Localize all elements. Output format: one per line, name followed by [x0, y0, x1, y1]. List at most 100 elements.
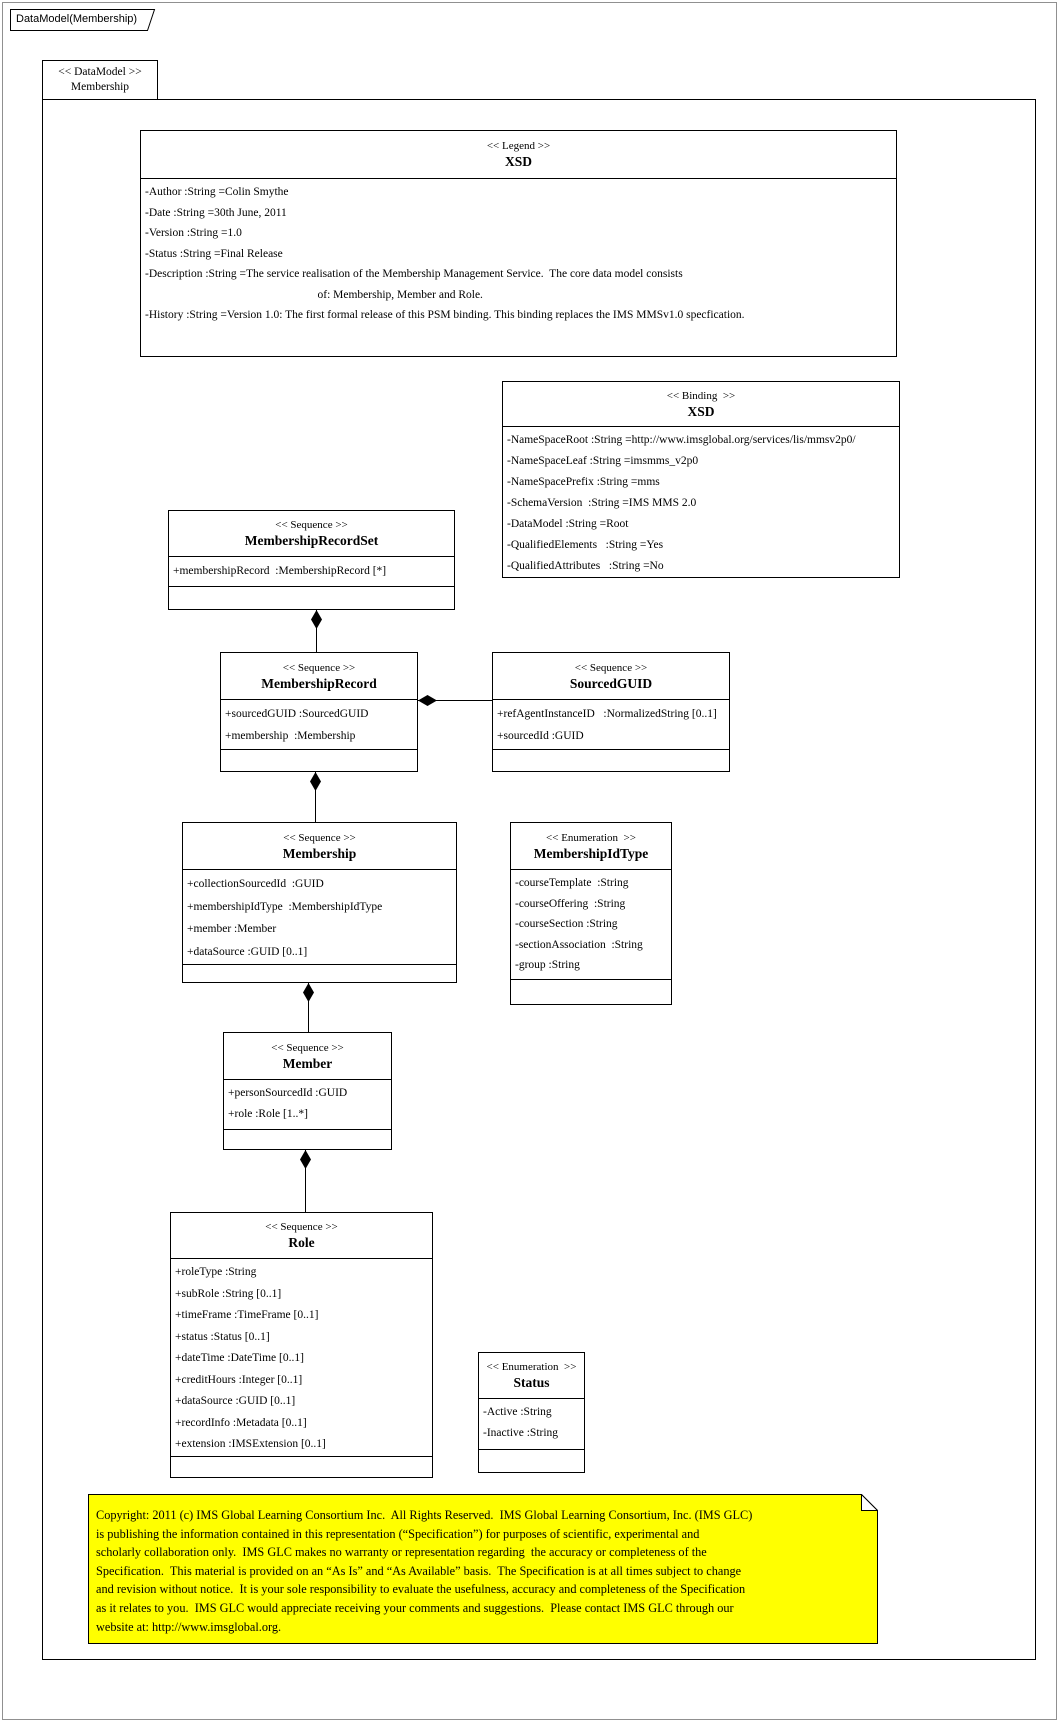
tab-label: DataModel(Membership) [16, 13, 138, 25]
text-line: +membershipRecord :MembershipRecord [*] [173, 565, 387, 577]
stereotype: << Sequence >> [271, 1041, 344, 1054]
text-line: +subRole :String [0..1] [175, 1287, 282, 1300]
text-line: -Active :String [483, 1406, 552, 1418]
text-line: +membershipIdType :MembershipIdType [187, 900, 383, 913]
class-box-legend[interactable]: << Legend >> XSD -Author :String =Colin … [140, 130, 897, 357]
stereotype: << Sequence >> [283, 831, 356, 844]
composition-edge-membership-member [308, 983, 309, 1032]
class-header: << Legend >> XSD [141, 131, 896, 178]
text-line: +dateTime :DateTime [0..1] [175, 1352, 304, 1364]
copyright-note-text: Copyright: 2011 (c) IMS Global Learning … [96, 1506, 870, 1636]
operations-compartment [183, 964, 456, 982]
text-line: -NameSpacePrefix :String =mms [507, 476, 660, 488]
text-line: -Inactive :String [483, 1427, 559, 1439]
class-box-membership-id-type[interactable]: << Enumeration >> MembershipIdType -cour… [510, 822, 672, 1005]
frame-name: Membership [70, 81, 130, 93]
class-box-membership-record-set[interactable]: << Sequence >> MembershipRecordSet +memb… [168, 510, 455, 610]
composition-edge-record-sourcedguid [418, 700, 492, 701]
text-line: +dataSource :GUID [0..1] [187, 945, 308, 958]
operations-compartment [169, 586, 454, 609]
class-box-membership-record[interactable]: << Sequence >> MembershipRecord +sourced… [220, 652, 418, 772]
class-box-status[interactable]: << Enumeration >> Status -Active :String… [478, 1352, 585, 1473]
operations-compartment [171, 1456, 432, 1477]
stereotype: << Sequence >> [275, 519, 348, 531]
text-line: -sectionAssociation :String [515, 938, 643, 951]
attributes-compartment: -NameSpaceRoot :String =http://www.imsgl… [503, 426, 899, 577]
text-line: +roleType :String [175, 1266, 257, 1278]
text-line: Copyright: 2011 (c) IMS Global Learning … [96, 1508, 753, 1522]
text-line: -group :String [515, 959, 580, 971]
attributes-compartment: +roleType :String +subRole :String [0..1]… [171, 1258, 432, 1456]
copyright-note [88, 1493, 879, 1644]
class-box-binding[interactable]: << Binding >> XSD -NameSpaceRoot :String… [502, 381, 900, 578]
class-name: Role [288, 1235, 315, 1250]
class-name: XSD [687, 403, 715, 419]
text-line: +sourcedGUID :SourcedGUID [225, 708, 369, 720]
text-line: -Status :String =Final Release [145, 247, 283, 260]
text-line: +refAgentInstanceID :NormalizedString [0… [497, 708, 717, 720]
attributes-compartment: -Author :String =Colin Smythe-Date :Stri… [141, 178, 896, 356]
text-line: -Description :String =The service realis… [145, 268, 683, 280]
text-line: Specification. This material is provided… [96, 1563, 742, 1578]
text-line: is publishing the information contained … [96, 1526, 700, 1541]
text-line: -NameSpaceRoot :String =http://www.imsgl… [507, 434, 856, 446]
text-line: +recordInfo :Metadata [0..1] [175, 1416, 307, 1429]
datamodel-frame-label: << DataModel >> Membership [42, 60, 158, 100]
text-line: +timeFrame :TimeFrame [0..1] [175, 1309, 319, 1321]
class-box-role[interactable]: << Sequence >> Role +roleType :String +su… [170, 1212, 433, 1478]
text-line: website at: http://www.imsglobal.org. [96, 1619, 282, 1634]
attributes-compartment: +sourcedGUID :SourcedGUID +membership :Me… [221, 699, 417, 749]
text-line: -courseSection :String [515, 918, 618, 930]
attributes-compartment: +personSourcedId :GUID+role :Role [1..*] [224, 1079, 391, 1129]
text-line: +creditHours :Integer [0..1] [175, 1373, 303, 1386]
operations-compartment [224, 1129, 391, 1149]
class-box-membership[interactable]: << Sequence >> Membership +collectionSou… [182, 822, 457, 983]
class-header: << Enumeration >> Status [479, 1353, 584, 1398]
text-line: +dataSource :GUID [0..1] [175, 1395, 296, 1407]
text-line: -QualifiedElements :String =Yes [507, 539, 664, 551]
attributes-compartment: +membershipRecord :MembershipRecord [*] [169, 556, 454, 586]
class-header: << Sequence >> Membership [183, 823, 456, 869]
text-line: +extension :IMSExtension [0..1] [175, 1438, 326, 1450]
stereotype: << Enumeration >> [486, 1361, 577, 1373]
class-header: << Sequence >> MembershipRecordSet [169, 511, 454, 556]
class-header: << Sequence >> MembershipRecord [221, 653, 417, 699]
attributes-compartment: -Active :String -Inactive :String [479, 1398, 584, 1449]
diagram-tab[interactable]: DataModel(Membership) [10, 9, 162, 32]
operations-compartment [479, 1449, 584, 1472]
class-name: MembershipRecord [261, 675, 377, 691]
composition-diamond-icon [418, 695, 437, 706]
text-line: +personSourcedId :GUID [228, 1087, 348, 1099]
class-name: MembershipRecordSet [244, 533, 379, 548]
attributes-compartment: -courseTemplate :String-courseOffering :… [511, 869, 671, 979]
text-line: +membership :Membership [225, 730, 356, 742]
stereotype: << Sequence >> [265, 1221, 338, 1233]
class-box-member[interactable]: << Sequence >> Member +personSourcedId :… [223, 1032, 392, 1150]
composition-edge-member-role [305, 1150, 306, 1212]
class-name: SourcedGUID [569, 675, 653, 691]
composition-diamond-icon [303, 983, 314, 1002]
composition-diamond-icon [311, 610, 322, 629]
attributes-compartment: +collectionSourcedId :GUID +membershipIdT… [183, 869, 456, 964]
text-line: -courseOffering :String [515, 897, 626, 910]
class-box-sourced-guid[interactable]: << Sequence >> SourcedGUID +refAgentInst… [492, 652, 730, 772]
text-line: -Author :String =Colin Smythe [145, 186, 289, 198]
operations-compartment [221, 749, 417, 771]
text-line: +member :Member [187, 923, 277, 935]
class-header: << Sequence >> Role [171, 1213, 432, 1258]
composition-edge-recordset-record [316, 610, 317, 652]
text-line: +sourcedId :GUID [497, 730, 584, 742]
tab-shape-icon [10, 9, 156, 31]
text-line: +collectionSourcedId :GUID [187, 878, 324, 890]
class-name: MembershipIdType [533, 845, 649, 861]
composition-edge-record-membership [315, 772, 316, 822]
attributes-compartment: +refAgentInstanceID :NormalizedString [0… [493, 699, 729, 749]
class-header: << Sequence >> Member [224, 1033, 391, 1079]
composition-diamond-icon [310, 772, 321, 791]
text-line: -History :String =Version 1.0: The first… [145, 309, 745, 321]
text-line: -QualifiedAttributes :String =No [507, 560, 664, 572]
class-header: << Enumeration >> MembershipIdType [511, 823, 671, 869]
class-name: Member [282, 1055, 333, 1071]
